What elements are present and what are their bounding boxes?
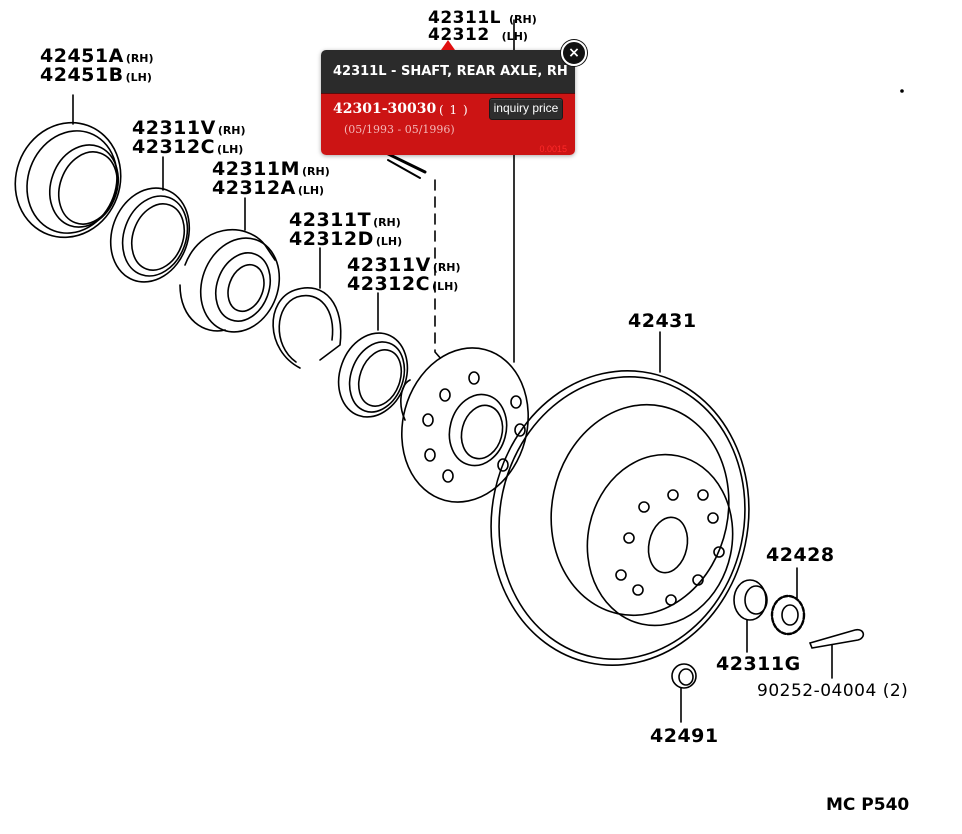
part-number: 42312D bbox=[289, 228, 374, 250]
part-number: 42311T bbox=[289, 209, 372, 231]
side-indicator: (LH) bbox=[217, 143, 244, 156]
part-info-popup: 42311L - SHAFT, REAR AXLE, RH 42301-3003… bbox=[321, 50, 575, 155]
label-inner-seal[interactable]: 42311V(RH) 42312C(LH) bbox=[347, 256, 461, 294]
popup-code: 0.0015 bbox=[539, 144, 567, 154]
side-indicator: (LH) bbox=[125, 71, 152, 84]
side-indicator: (RH) bbox=[508, 13, 537, 26]
brake-disc-drawing[interactable] bbox=[464, 331, 776, 689]
outer-seal-drawing[interactable] bbox=[98, 156, 202, 293]
label-nut-lock[interactable]: 42428 bbox=[766, 544, 835, 566]
side-indicator: (RH) bbox=[373, 216, 401, 229]
label-outer-seal[interactable]: 42311V(RH) 42312C(LH) bbox=[132, 119, 246, 157]
label-shaft[interactable]: 42311L (RH) 42312 (LH) bbox=[428, 10, 537, 44]
side-indicator: (RH) bbox=[432, 261, 461, 274]
part-number: 42312C bbox=[347, 273, 431, 295]
side-indicator: (LH) bbox=[501, 30, 528, 43]
bearing-drawing[interactable] bbox=[179, 197, 292, 343]
side-indicator: (LH) bbox=[432, 280, 459, 293]
selected-part-marker bbox=[441, 40, 455, 50]
nut-lock-drawing[interactable] bbox=[770, 567, 806, 636]
part-number: 42312C bbox=[132, 136, 216, 158]
quantity: ( 1 ) bbox=[439, 103, 469, 117]
cap-drawing[interactable] bbox=[671, 663, 697, 723]
part-number: 42451B bbox=[40, 64, 124, 86]
side-indicator: (LH) bbox=[297, 184, 325, 197]
side-indicator: (RH) bbox=[302, 165, 330, 178]
part-number: 42311V bbox=[347, 254, 431, 276]
side-indicator: (RH) bbox=[125, 52, 154, 65]
label-bearing-cap[interactable]: 42451A(RH) 42451B(LH) bbox=[40, 47, 154, 85]
close-icon[interactable]: × bbox=[561, 40, 587, 66]
label-brake-disc[interactable]: 42431 bbox=[628, 310, 697, 332]
side-indicator: (LH) bbox=[375, 235, 403, 248]
label-nut[interactable]: 42311G bbox=[716, 653, 801, 675]
diagram-reference: MC P540 bbox=[826, 795, 910, 815]
label-snap-ring[interactable]: 42311T(RH) 42312D(LH) bbox=[289, 211, 402, 249]
nut-drawing[interactable] bbox=[733, 579, 768, 653]
part-number: 42451A bbox=[40, 45, 124, 67]
part-number: 42311M bbox=[212, 158, 301, 180]
popup-body: 42301-30030 ( 1 ) (05/1993 - 05/1996) in… bbox=[321, 94, 575, 155]
label-cap[interactable]: 42491 bbox=[650, 725, 719, 747]
side-indicator: (RH) bbox=[217, 124, 246, 137]
part-number: 42312 bbox=[428, 25, 490, 45]
bearing-cap-drawing[interactable] bbox=[0, 94, 137, 252]
inquiry-price-button[interactable]: inquiry price bbox=[489, 98, 563, 120]
part-number: 42311V bbox=[132, 117, 216, 139]
popup-title: 42311L - SHAFT, REAR AXLE, RH bbox=[321, 50, 575, 94]
label-cotter-pin[interactable]: 90252-04004 (2) bbox=[757, 681, 909, 701]
snap-ring-drawing[interactable] bbox=[272, 247, 342, 369]
part-number: 42311L bbox=[428, 8, 501, 28]
cotter-pin-drawing[interactable] bbox=[808, 628, 865, 679]
date-range: (05/1993 - 05/1996) bbox=[344, 123, 455, 136]
label-bearing[interactable]: 42311M(RH) 42312A(LH) bbox=[212, 160, 330, 198]
part-number: 42312A bbox=[212, 177, 296, 199]
part-number-link[interactable]: 42301-30030 bbox=[333, 101, 437, 117]
